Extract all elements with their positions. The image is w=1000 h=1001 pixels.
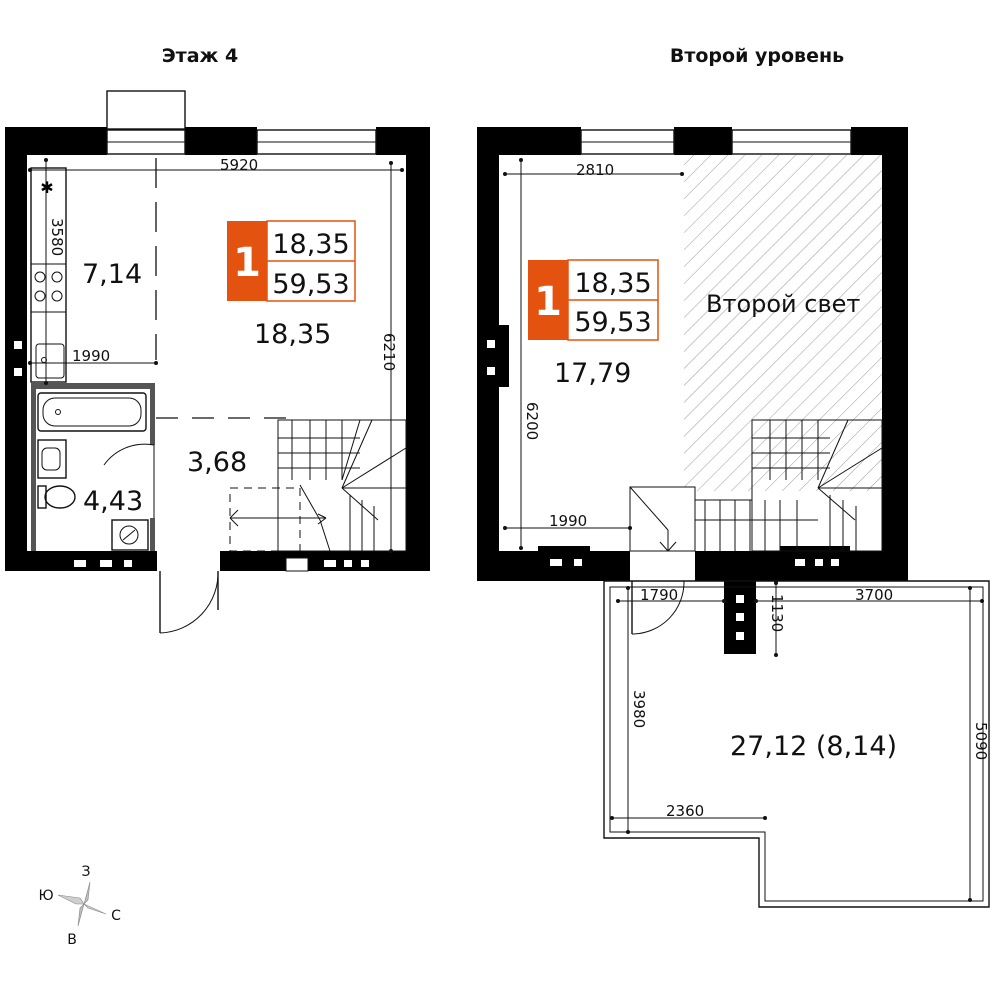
floor-left-plan: ✱	[5, 90, 430, 634]
dim-terrace-entry: 1790	[640, 586, 678, 604]
balcony-box	[106, 90, 186, 130]
toilet	[44, 485, 76, 509]
dim-width-top: 5920	[220, 156, 258, 174]
fridge-icon: ✱	[40, 178, 53, 197]
washbasin	[37, 439, 67, 479]
area-badge: 1 18,35 59,53	[227, 220, 356, 302]
dim-terrace-offset: 1130	[768, 594, 786, 632]
terrace-door	[631, 580, 685, 635]
badge-rooms: 1	[233, 240, 261, 286]
badge-total-area: 59,53	[272, 269, 349, 300]
second-light-zone	[684, 155, 882, 491]
floor-right-title: Второй уровень	[670, 45, 844, 67]
staircase	[229, 419, 407, 552]
dim-kitchen-width: 1990	[72, 347, 110, 365]
compass-east: С	[111, 908, 121, 924]
dim-height-left-right: 6200	[523, 402, 541, 440]
washing-machine	[111, 519, 149, 551]
dim-width-top-right: 2810	[576, 161, 614, 179]
badge-living-area: 18,35	[574, 268, 651, 299]
terrace-outline	[603, 580, 990, 908]
room-area-right: 17,79	[554, 358, 631, 389]
compass-icon: З С В Ю	[38, 864, 121, 948]
badge-rooms: 1	[534, 279, 562, 325]
wall-segment	[5, 127, 107, 155]
compass-west: Ю	[38, 888, 53, 904]
dim-kitchen-height: 3580	[48, 218, 66, 256]
wall-segment	[376, 127, 430, 155]
room-bathroom-area: 4,43	[83, 486, 143, 517]
dim-terrace-width-bottom: 2360	[666, 802, 704, 820]
dim-terrace-height-left: 3980	[630, 690, 648, 728]
kitchen-counter	[30, 167, 67, 383]
wall-segment	[185, 127, 257, 155]
badge-total-area: 59,53	[574, 307, 651, 338]
entrance-door	[159, 570, 219, 634]
compass-north: З	[82, 864, 91, 880]
compass-south: В	[67, 932, 77, 948]
dim-height-right: 6210	[380, 333, 398, 371]
room-hall-area: 3,68	[187, 447, 247, 478]
bathtub	[37, 392, 147, 432]
wall-segment	[406, 155, 430, 551]
terrace-area: 27,12 (8,14)	[730, 731, 897, 762]
room-kitchen-area: 7,14	[82, 259, 142, 290]
area-badge: 1 18,35 59,53	[528, 259, 659, 341]
room-living-area: 18,35	[254, 319, 331, 350]
wall-segment	[5, 383, 27, 551]
dim-width-bottom-right: 1990	[549, 512, 587, 530]
dim-terrace-width: 3700	[855, 586, 893, 604]
badge-living-area: 18,35	[272, 229, 349, 260]
wall-segment	[5, 155, 27, 333]
sink	[35, 343, 65, 379]
staircase	[629, 419, 883, 552]
floor-right-plan: 2810 6200 1990 1790 1130 3700 3980 2360 …	[477, 127, 990, 908]
floor-left-title: Этаж 4	[162, 45, 239, 67]
dim-terrace-height-right: 5090	[972, 722, 990, 760]
second-light-label: Второй свет	[706, 290, 860, 318]
